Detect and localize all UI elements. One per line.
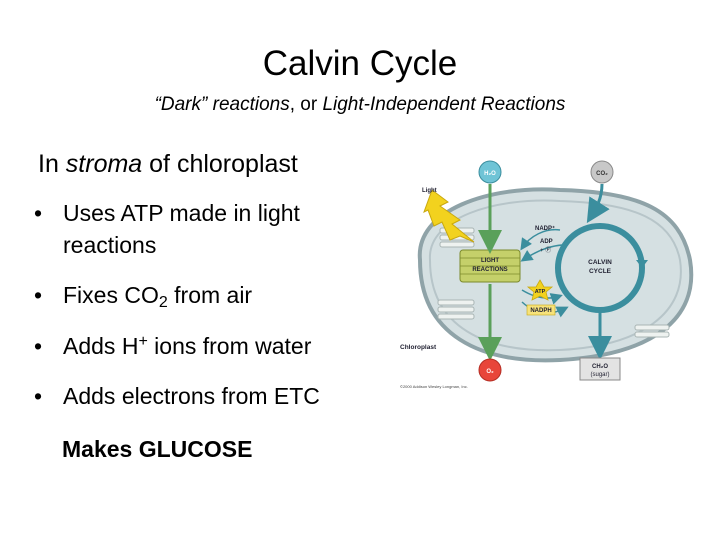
adp-label: ADP (540, 239, 553, 245)
adp-arrow (520, 244, 563, 262)
conclusion-text: Makes GLUCOSE (62, 436, 253, 462)
subtitle-dark-reactions: “Dark” reactions (154, 94, 290, 115)
ch2o-label: CH₂O (592, 364, 608, 370)
bullet-superscript: + (138, 332, 148, 350)
bullet-text-pre: Adds H (63, 332, 139, 359)
light-reactions-granum (459, 249, 521, 283)
bullet-text: Adds electrons from ETC (63, 383, 320, 409)
bullet-text: Uses ATP made in light reactions (63, 200, 300, 258)
bullet-uses-atp: • Uses ATP made in light reactions (34, 198, 394, 261)
sugar-label: (sugar) (590, 372, 609, 378)
bullet-list: • Uses ATP made in light reactions • Fixes… (34, 198, 394, 413)
lead-prefix: In (38, 150, 66, 178)
bullet-text-pre: Fixes CO (63, 282, 159, 308)
light-label: Light (422, 188, 437, 194)
bullet-fixes-co2: • Fixes CO2 from air (34, 280, 394, 312)
bullet-text-post: ions from water (147, 332, 312, 359)
slide-title: Calvin Cycle (262, 44, 458, 83)
bullet-marker: • (34, 383, 43, 409)
bullet-marker: • (34, 332, 43, 359)
subtitle-light-independent: Light-Independent Reactions (322, 94, 566, 115)
nadph-box (526, 304, 556, 316)
atp-star-icon (526, 279, 554, 301)
atp-arrow (521, 289, 563, 305)
chloroplast-label: Chloroplast (400, 344, 437, 351)
co2-arrow (586, 183, 610, 224)
lead-emphasis: stroma (65, 150, 143, 178)
o2-label: O₂ (486, 369, 494, 375)
light-zigzag-icon (423, 189, 475, 243)
calvin-label-2: CYCLE (589, 268, 612, 275)
slide-subtitle: “Dark” reactions, or Light-Independent R… (0, 94, 720, 116)
grana-stack-left (437, 227, 475, 320)
bullet-marker: • (34, 200, 43, 226)
bullet-subscript: 2 (158, 294, 168, 311)
atp-label: ATP (535, 289, 546, 295)
o2-circle (478, 358, 502, 382)
h2o-circle (478, 160, 502, 184)
bullet-adds-h-ions: • Adds H+ ions from water (34, 331, 394, 363)
sugar-box (579, 357, 621, 381)
bullet-adds-electrons: • Adds electrons from ETC (34, 381, 394, 413)
copyright-label: ©2000 Addison Wesley Longman, Inc. (400, 384, 468, 389)
nadp-arrow (520, 228, 561, 251)
lead-text: In stroma of chloroplast (38, 150, 298, 179)
light-reactions-label-2: REACTIONS (472, 267, 507, 273)
chloroplast-diagram: LIGHT REACTIONS Light H₂O O₂ CO₂ CALVIN … (400, 160, 694, 389)
calvin-label-1: CALVIN (588, 259, 612, 266)
grana-stack-right (634, 324, 670, 338)
calvin-cycle-arrowhead (636, 260, 648, 268)
subtitle-connector: , or (289, 94, 323, 115)
bullet-text-post: from air (167, 282, 253, 308)
co2-label: CO₂ (596, 171, 608, 177)
h2o-label: H₂O (484, 171, 496, 177)
nadph-label: NADPH (530, 308, 551, 314)
bullet-marker: • (34, 282, 43, 308)
lead-suffix: of chloroplast (142, 150, 298, 178)
light-reactions-label-1: LIGHT (481, 258, 499, 264)
nadp-label: NADP⁺ (535, 225, 555, 232)
co2-circle (590, 160, 614, 184)
pi-label: + Ⓟ (540, 246, 551, 254)
